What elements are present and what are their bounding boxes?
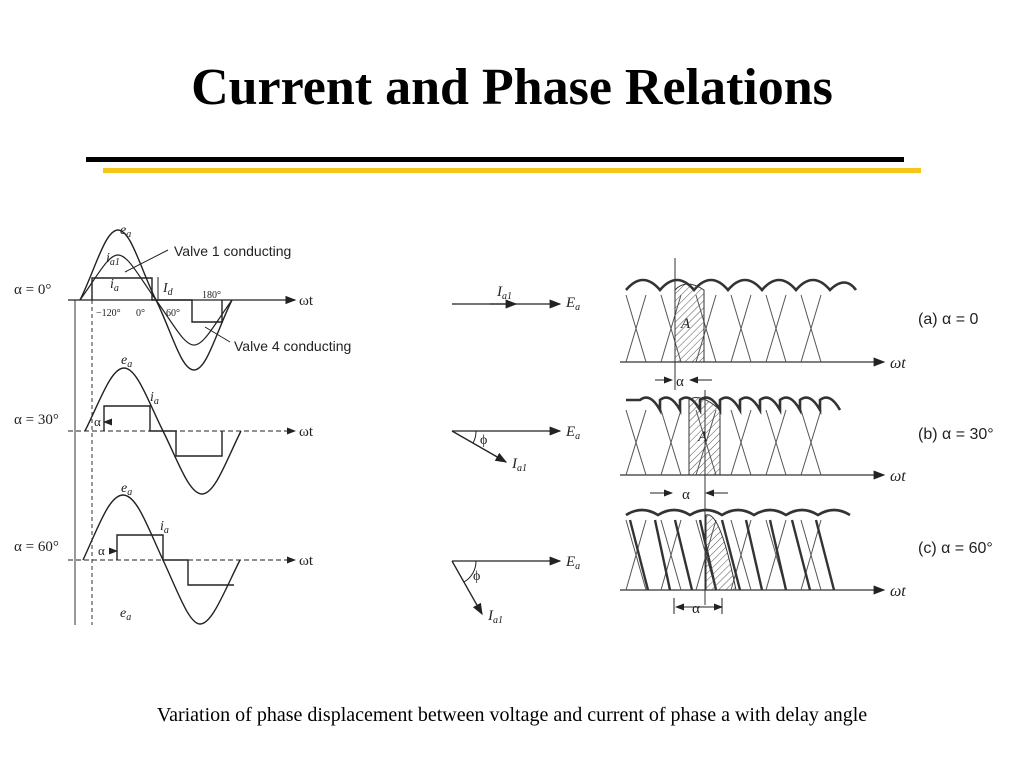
- area-region: [688, 397, 721, 476]
- current-label: ia: [160, 519, 169, 536]
- phase-angle-arc: [463, 560, 477, 583]
- area-region: [705, 514, 737, 591]
- delay-label: α: [94, 414, 101, 429]
- figure-caption: Variation of phase displacement between …: [156, 704, 868, 726]
- tick-label: 60°: [166, 308, 180, 319]
- alpha-label: α = 0°: [14, 282, 51, 298]
- axis-label: ωt: [890, 468, 906, 485]
- output-top-envelope: [625, 508, 851, 517]
- output-case-a: ωt A (a) α = 0 α: [620, 278, 979, 390]
- square-current-wave: [116, 534, 234, 586]
- tick-label: −120°: [96, 308, 121, 319]
- tick-label: 180°: [202, 290, 221, 301]
- axis-label: ωt: [299, 293, 314, 309]
- phase-angle-label: ϕ: [480, 433, 487, 448]
- phase-angle-arc: [472, 430, 477, 444]
- phase-voltage-lines: [625, 409, 822, 476]
- area-label: A: [680, 316, 691, 332]
- alpha-label: α = 60°: [14, 539, 59, 555]
- fundamental-label: ia1: [106, 251, 120, 268]
- output-envelope: [625, 278, 858, 293]
- current-phasor: [451, 560, 483, 616]
- case-label: (a) α = 0: [918, 311, 979, 328]
- delay-label: α: [676, 374, 684, 390]
- voltage-phasor-label: Ea: [565, 295, 580, 313]
- dc-label: Id: [162, 281, 174, 298]
- output-case-b: ωt A (b) α = 30° α: [620, 396, 994, 503]
- output-envelope: [626, 396, 842, 416]
- title-underline-black: [86, 157, 904, 162]
- phase-angle-label: ϕ: [473, 569, 480, 584]
- valve4-leader: [204, 326, 231, 343]
- delay-label: α: [682, 487, 690, 503]
- title-underline-yellow: [103, 168, 921, 173]
- current-phasor: [451, 430, 508, 463]
- fourth-voltage-label: ea: [120, 606, 131, 623]
- phasor-panel: Ea Ia1 ϕ Ea Ia1 ϕ Ea Ia1: [451, 284, 580, 626]
- valve1-leader: [124, 249, 169, 273]
- slide-title: Current and Phase Relations: [191, 59, 833, 116]
- valve1-annotation: Valve 1 conducting: [174, 243, 291, 259]
- case-label: (b) α = 30°: [918, 426, 994, 443]
- phase-voltage-lines: [625, 294, 822, 363]
- voltage-phasor-label: Ea: [565, 424, 580, 442]
- tick-label: 0°: [136, 308, 145, 319]
- delay-label: α: [692, 601, 700, 617]
- square-current-wave: [103, 405, 223, 457]
- square-current-wave: [91, 277, 223, 323]
- output-case-c: ωt (c) α = 60° α: [620, 508, 993, 617]
- voltage-label: ea: [120, 223, 131, 240]
- waveform-row-alpha-30: α = 30° ωt ea ia α: [14, 353, 314, 495]
- valve4-annotation: Valve 4 conducting: [234, 338, 351, 354]
- current-label: ia: [150, 390, 159, 407]
- phasor-alpha-30: ϕ Ea Ia1: [451, 424, 580, 474]
- case-label: (c) α = 60°: [918, 540, 993, 557]
- voltage-label: ea: [121, 481, 132, 498]
- current-phasor-label: Ia1: [496, 284, 512, 302]
- voltage-label: ea: [121, 353, 132, 370]
- alpha-label: α = 30°: [14, 412, 59, 428]
- axis-label: ωt: [299, 553, 314, 569]
- waveform-row-alpha-60: α = 60° ωt ea ia α ea: [14, 481, 314, 625]
- axis-label: ωt: [299, 424, 314, 440]
- left-waveform-panel: α = 0° ωt ea ia1 ia Valve 1 conducting I…: [14, 223, 351, 625]
- delay-label: α: [98, 543, 105, 558]
- current-phasor-label: Ia1: [487, 608, 503, 626]
- voltage-phasor-label: Ea: [565, 554, 580, 572]
- area-label: A: [697, 429, 708, 445]
- axis-label: ωt: [890, 355, 906, 372]
- waveform-row-alpha-0: α = 0° ωt ea ia1 ia Valve 1 conducting I…: [14, 223, 351, 371]
- current-label: ia: [110, 277, 119, 294]
- axis-label: ωt: [890, 583, 906, 600]
- current-phasor-label: Ia1: [511, 456, 527, 474]
- phasor-alpha-0: Ea Ia1: [452, 284, 580, 313]
- phasor-alpha-60: ϕ Ea Ia1: [451, 554, 580, 626]
- area-region: [674, 283, 705, 363]
- rectifier-output-panel: ωt A (a) α = 0 α ωt A (b) α = 30° α: [620, 258, 994, 617]
